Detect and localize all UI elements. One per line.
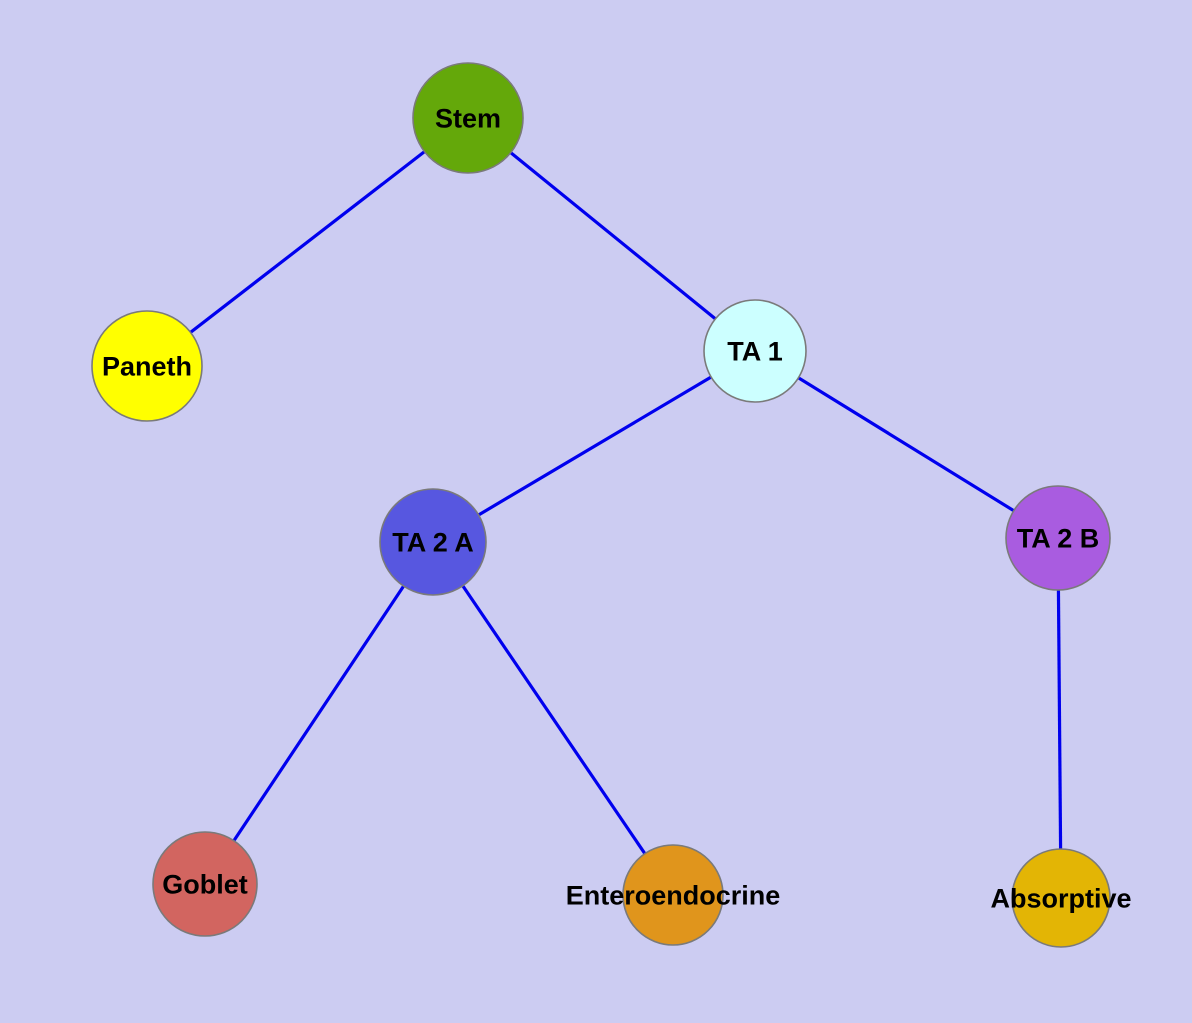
node-circle-ta2b[interactable] [1005,485,1111,591]
graph-node-ta2b[interactable]: TA 2 B [1005,485,1111,591]
node-circle-paneth[interactable] [91,310,203,422]
node-circle-ta2a[interactable] [379,488,487,596]
node-circle-ta1[interactable] [703,299,807,403]
graph-node-ta2a[interactable]: TA 2 A [379,488,487,596]
edge-ta2a-enteroendocrine [431,541,675,896]
edge-ta1-ta2b [754,349,1059,540]
edge-stem-ta1 [466,116,757,353]
edge-ta1-ta2a [432,349,756,544]
graph-node-ta1[interactable]: TA 1 [703,299,807,403]
node-circle-absorptive[interactable] [1011,848,1111,948]
graph-node-goblet[interactable]: Goblet [152,831,258,937]
node-circle-goblet[interactable] [152,831,258,937]
node-circle-enteroendocrine[interactable] [622,844,724,946]
graph-node-stem[interactable]: Stem [412,62,524,174]
graph-node-paneth[interactable]: Paneth [91,310,203,422]
node-circle-stem[interactable] [412,62,524,174]
edge-ta2b-absorptive [1056,537,1063,899]
edge-stem-paneth [146,116,469,368]
edge-ta2a-goblet [203,541,435,885]
